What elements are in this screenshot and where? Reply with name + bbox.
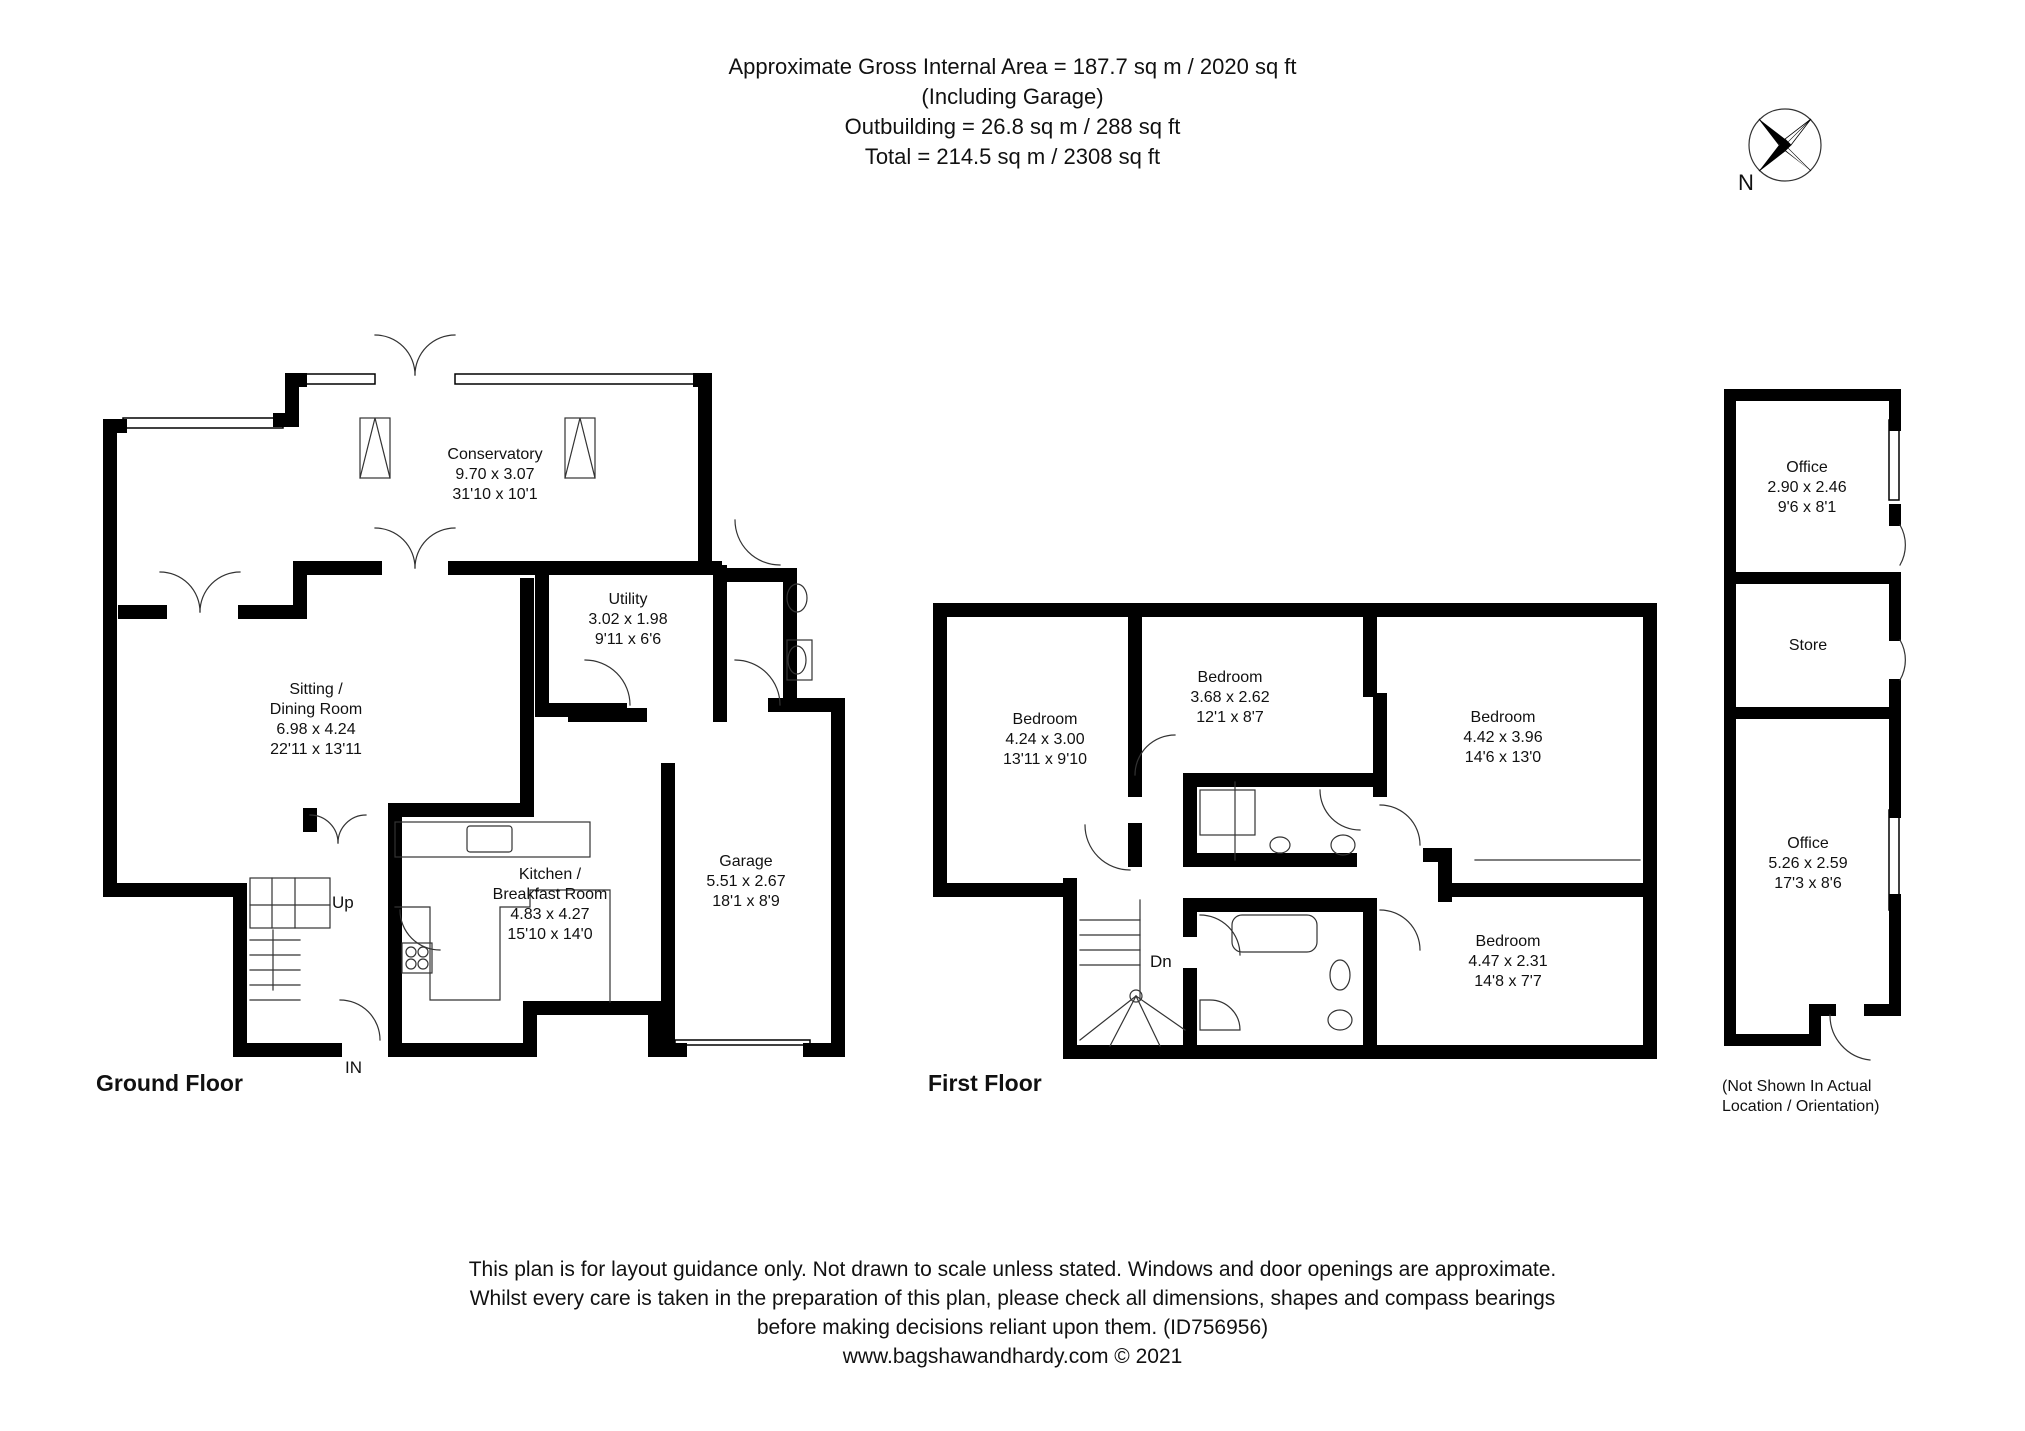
disclaimer-line-2: Whilst every care is taken in the prepar…: [469, 1287, 1556, 1310]
ground-floor-walls: [103, 373, 845, 1057]
outbuilding-area: Outbuilding = 26.8 sq m / 288 sq ft: [844, 114, 1181, 139]
compass-rose-icon: [1748, 108, 1822, 182]
disclaimer-line-3: before making decisions reliant upon the…: [756, 1316, 1269, 1339]
kitchen-fixtures: [394, 821, 611, 1003]
wc-fixtures: [786, 583, 813, 681]
room-bedroom-3: Bedroom 4.42 x 3.96 14'6 x 13'0: [1463, 709, 1543, 766]
outbuilding-doors: [1829, 524, 1906, 1061]
room-bedroom-2: Bedroom 3.68 x 2.62 12'1 x 8'7: [1190, 669, 1270, 726]
first-floor-doors: [1084, 734, 1421, 956]
stairs-down-label: Dn: [1150, 952, 1172, 971]
website-copyright[interactable]: www.bagshawandhardy.com © 2021: [842, 1345, 1183, 1368]
room-garage: Garage 5.51 x 2.67 18'1 x 8'9: [706, 853, 786, 910]
disclaimer-line-1: This plan is for layout guidance only. N…: [468, 1258, 1557, 1281]
room-utility: Utility 3.02 x 1.98 9'11 x 6'6: [588, 591, 668, 648]
first-floor-walls: [933, 603, 1657, 1059]
ground-floor-window-frames: [122, 373, 811, 1055]
room-office-2: Office 5.26 x 2.59 17'3 x 8'6: [1768, 835, 1848, 892]
ground-floor-doors: [159, 334, 781, 1041]
north-label: N: [1738, 170, 1754, 195]
including-garage-note: (Including Garage): [921, 84, 1104, 109]
first-floor-stairs: [1079, 899, 1186, 1047]
gross-internal-area: Approximate Gross Internal Area = 187.7 …: [728, 54, 1297, 79]
ground-floor-title: Ground Floor: [96, 1070, 243, 1096]
ground-floor-stairs: [249, 877, 331, 1001]
area-summary: Approximate Gross Internal Area = 187.7 …: [0, 52, 2025, 172]
outbuilding-walls: [1724, 389, 1901, 1046]
outbuilding-window-frames: [1888, 419, 1900, 911]
total-area: Total = 214.5 sq m / 2308 sq ft: [864, 144, 1161, 169]
stairs-up-label: Up: [332, 893, 354, 912]
room-store: Store: [1788, 637, 1828, 654]
entrance-label: IN: [345, 1058, 362, 1077]
conservatory-skylights: [359, 417, 596, 479]
outbuilding-note: (Not Shown In Actual Location / Orientat…: [1722, 1078, 1880, 1115]
first-floor-window-frames: [979, 603, 1546, 1057]
room-bedroom-1: Bedroom 4.24 x 3.00 13'11 x 9'10: [1002, 711, 1088, 768]
first-floor-fixtures: [1199, 781, 1641, 1031]
room-bedroom-4: Bedroom 4.47 x 2.31 14'8 x 7'7: [1468, 933, 1548, 990]
disclaimer: This plan is for layout guidance only. N…: [0, 1255, 2025, 1371]
room-sitting-dining: Sitting / Dining Room 6.98 x 4.24 22'11 …: [269, 681, 363, 758]
room-conservatory: Conservatory 9.70 x 3.07 31'10 x 10'1: [447, 446, 543, 503]
first-floor-title: First Floor: [928, 1070, 1042, 1096]
room-office-1: Office 2.90 x 2.46 9'6 x 8'1: [1767, 459, 1847, 516]
room-kitchen-breakfast: Kitchen / Breakfast Room 4.83 x 4.27 15'…: [492, 866, 608, 943]
